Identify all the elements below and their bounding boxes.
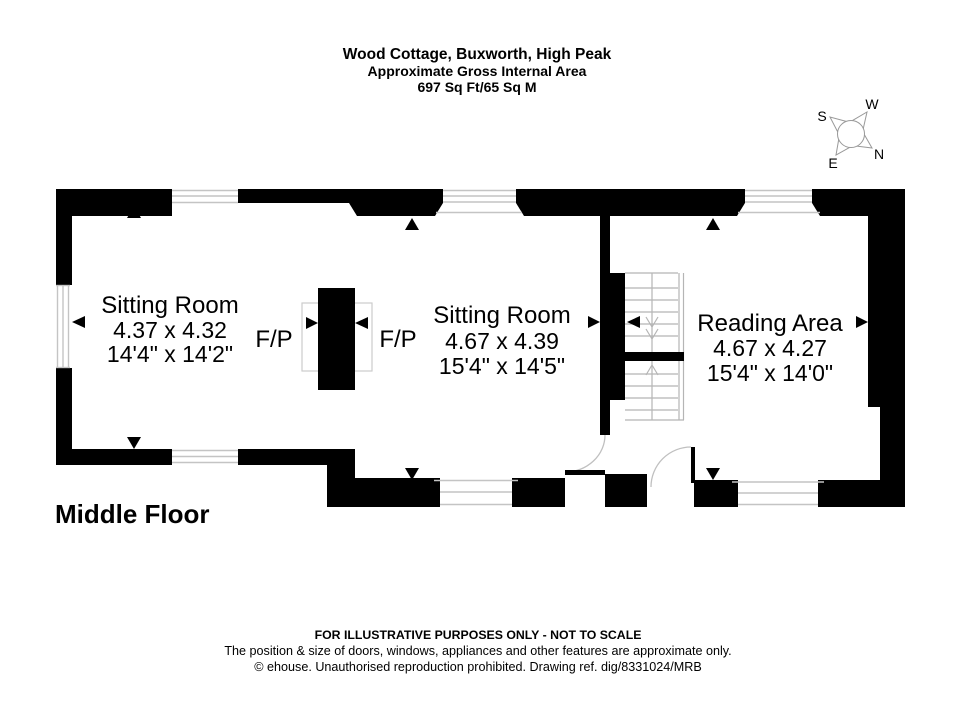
door-middle xyxy=(564,434,606,475)
stair-direction-arrow-down xyxy=(645,328,659,341)
walls xyxy=(56,189,905,507)
dimension-arrow-left xyxy=(355,317,368,329)
door-leaf xyxy=(691,447,695,483)
fireplace-label-right: F/P xyxy=(379,326,416,353)
floor-label: Middle Floor xyxy=(55,499,210,529)
room-dim-imperial: 15'4" x 14'5" xyxy=(439,353,565,379)
room-name: Sitting Room xyxy=(101,292,238,319)
dimension-arrow-up xyxy=(405,218,419,230)
stair-landing xyxy=(625,352,684,361)
compass-label-north: N xyxy=(874,146,884,162)
window-bottom-1 xyxy=(172,449,238,464)
fireplace-label-left: F/P xyxy=(255,326,292,353)
compass-circle xyxy=(837,120,865,148)
door-reading-area xyxy=(650,446,695,488)
room-label-sitting-room-2: Sitting Room 4.67 x 4.39 15'4" x 14'5" xyxy=(433,302,570,379)
footer-disclaimer: FOR ILLUSTRATIVE PURPOSES ONLY - NOT TO … xyxy=(315,628,642,642)
plan-footer: FOR ILLUSTRATIVE PURPOSES ONLY - NOT TO … xyxy=(224,628,731,674)
footer-copyright: © ehouse. Unauthorised reproduction proh… xyxy=(254,660,702,674)
plan-header: Wood Cottage, Buxworth, High Peak Approx… xyxy=(343,46,612,95)
plan-subtitle: Approximate Gross Internal Area xyxy=(368,63,587,79)
door-swing-arc xyxy=(650,446,692,488)
window-top-1 xyxy=(172,189,238,204)
room-name: Sitting Room xyxy=(433,302,570,329)
door-swing-arc xyxy=(564,434,606,473)
dimension-arrow-up xyxy=(706,218,720,230)
dimension-arrows xyxy=(72,206,868,480)
room-dim-metric: 4.67 x 4.27 xyxy=(713,335,827,361)
compass-point-north xyxy=(856,134,873,149)
stair-direction-arrow-down xyxy=(645,316,659,329)
compass-point-west xyxy=(852,110,868,129)
dimension-arrow-down xyxy=(706,468,720,480)
dimension-arrow-right xyxy=(588,316,600,328)
compass-point-east xyxy=(835,139,850,156)
room-dim-metric: 4.37 x 4.32 xyxy=(113,317,227,343)
compass-label-east: E xyxy=(828,155,837,171)
room-labels: Sitting Room 4.37 x 4.32 14'4" x 14'2" S… xyxy=(101,292,843,386)
room-name: Reading Area xyxy=(697,310,843,337)
room-dim-metric: 4.67 x 4.39 xyxy=(445,328,559,354)
room-label-reading-area: Reading Area 4.67 x 4.27 15'4" x 14'0" xyxy=(697,310,843,386)
chimney-breast xyxy=(318,288,355,390)
window-left xyxy=(56,284,70,369)
windows xyxy=(56,189,824,506)
room-label-sitting-room-1: Sitting Room 4.37 x 4.32 14'4" x 14'2" xyxy=(101,292,238,367)
window-bottom-2 xyxy=(434,479,518,506)
dimension-arrow-down xyxy=(405,468,419,480)
compass-point-south xyxy=(829,116,847,133)
dimension-arrow-left xyxy=(627,316,640,328)
doors xyxy=(564,434,695,488)
footer-note: The position & size of doors, windows, a… xyxy=(224,644,731,658)
stair-direction-arrow-up xyxy=(645,363,659,376)
plan-title: Wood Cottage, Buxworth, High Peak xyxy=(343,46,612,63)
compass-label-south: S xyxy=(817,108,826,124)
window-top-3 xyxy=(738,189,820,214)
compass-rose: W S E N xyxy=(817,96,884,171)
plan-area-value: 697 Sq Ft/65 Sq M xyxy=(417,79,536,95)
compass-label-west: W xyxy=(865,96,879,112)
dimension-arrow-left xyxy=(72,316,85,328)
fireplace-chimney xyxy=(301,288,373,390)
room-dim-imperial: 15'4" x 14'0" xyxy=(707,360,833,386)
dimension-arrow-right xyxy=(856,316,868,328)
door-leaf xyxy=(565,470,605,475)
room-dim-imperial: 14'4" x 14'2" xyxy=(107,341,233,367)
dimension-arrow-up xyxy=(127,206,141,218)
window-bottom-3 xyxy=(732,481,824,506)
dimension-arrow-down xyxy=(127,437,141,449)
staircase xyxy=(625,272,685,421)
window-top-2 xyxy=(436,189,522,214)
dimension-arrow-right xyxy=(306,317,318,329)
